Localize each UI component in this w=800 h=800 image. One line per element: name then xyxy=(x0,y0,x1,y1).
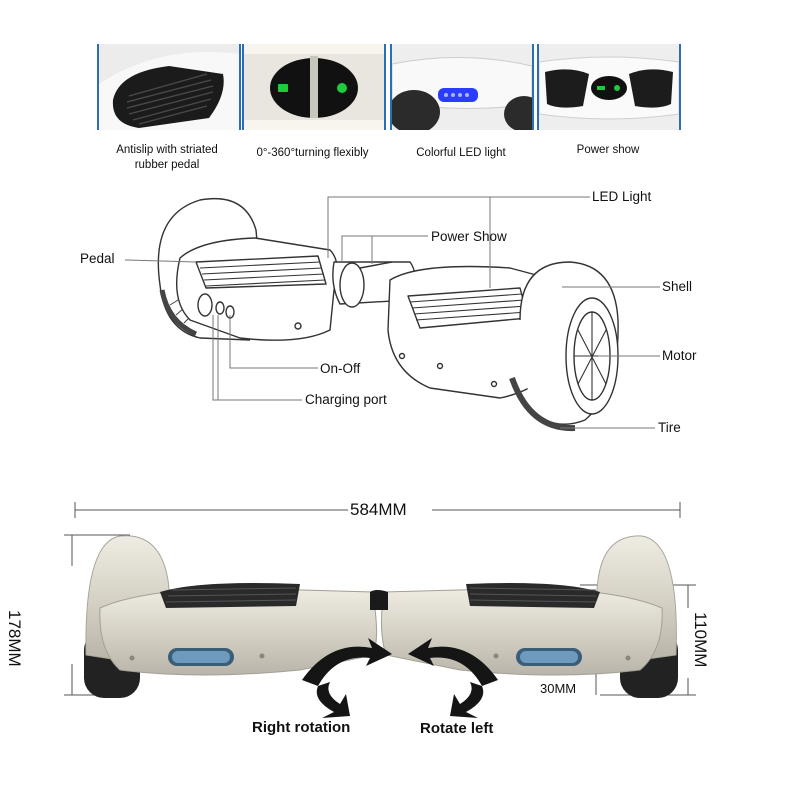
caption-line: 0°-360°turning flexibly xyxy=(256,147,369,159)
led-light-photo xyxy=(392,44,532,130)
feature-thumb-rubber-pedal xyxy=(97,44,241,130)
feature-caption-2: 0°-360°turning flexibly xyxy=(240,146,385,161)
rotate-left-arrow-icon xyxy=(408,638,498,686)
caption-line: Colorful LED light xyxy=(416,147,506,159)
caption-line: Power show xyxy=(576,144,640,156)
dimension-clearance: 30MM xyxy=(540,681,577,696)
label-led-light: LED Light xyxy=(592,189,652,204)
label-on-off: On-Off xyxy=(320,361,361,376)
dimension-length: 584MM xyxy=(350,500,407,519)
hoverboard-photo-dimensions xyxy=(64,502,696,745)
label-motor: Motor xyxy=(662,348,697,363)
label-tire: Tire xyxy=(658,420,681,435)
feature-caption-4: Power show xyxy=(537,143,679,158)
rubber-pedal-photo xyxy=(99,44,239,130)
power-show-photo xyxy=(539,44,679,130)
label-rotate-left: Rotate left xyxy=(420,720,494,737)
label-power-show: Power Show xyxy=(431,229,507,244)
label-right-rotation: Right rotation xyxy=(252,719,351,736)
feature-thumb-power xyxy=(537,44,681,130)
label-shell: Shell xyxy=(662,279,693,294)
feature-thumb-led xyxy=(390,44,534,130)
hoverboard-line-diagram xyxy=(124,196,660,432)
caption-line: Antislip with striated xyxy=(116,144,218,156)
feature-thumb-turning xyxy=(242,44,386,130)
turning-center-photo xyxy=(244,44,384,130)
feature-caption-1: Antislip with striated rubber pedal xyxy=(96,143,238,173)
feature-caption-3: Colorful LED light xyxy=(390,146,532,161)
right-rotation-arrow-icon xyxy=(302,638,392,686)
caption-line: rubber pedal xyxy=(134,159,200,171)
dimension-body-height: 110MM xyxy=(691,612,710,668)
label-pedal: Pedal xyxy=(80,251,115,266)
dimension-height: 178MM xyxy=(5,610,24,667)
label-charging-port: Charging port xyxy=(305,392,387,407)
